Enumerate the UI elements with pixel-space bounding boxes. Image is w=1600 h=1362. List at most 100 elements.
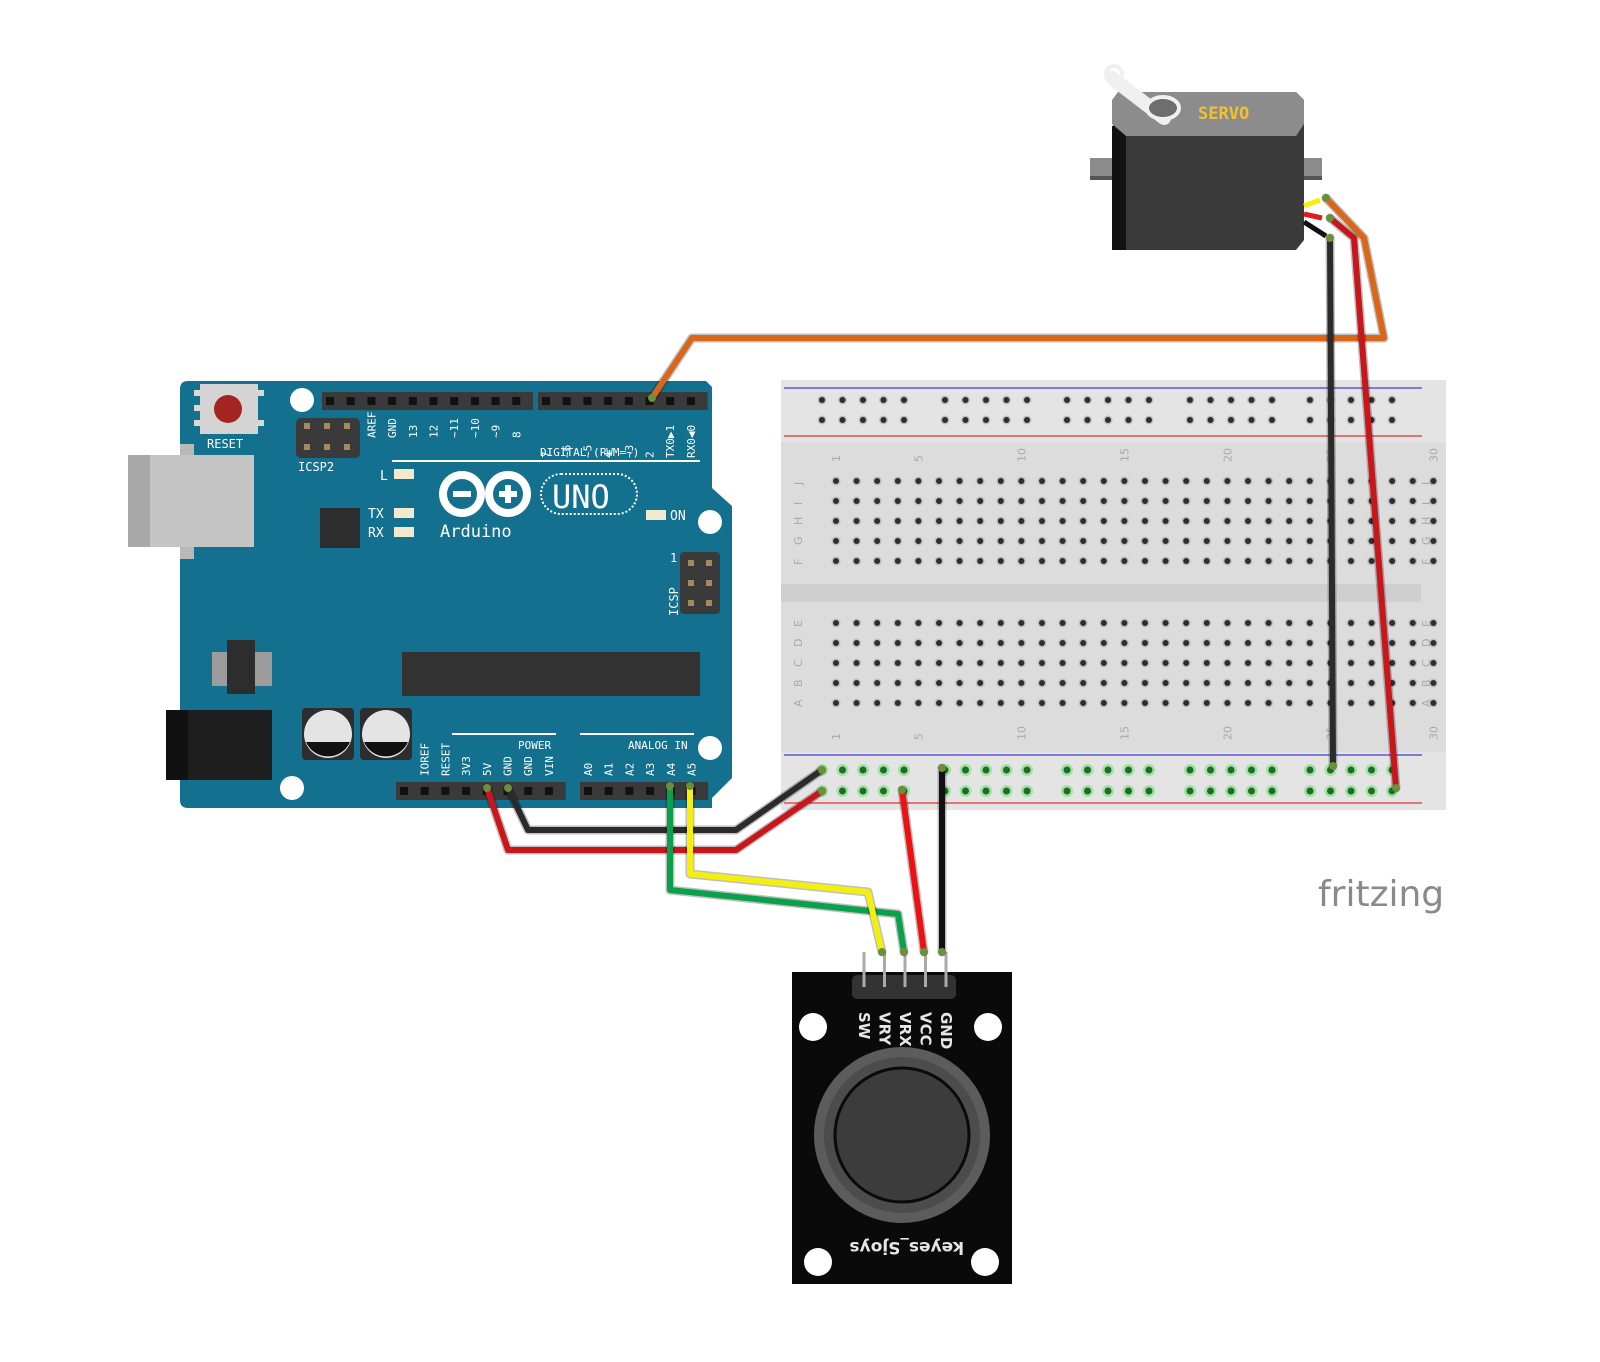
rail-hole[interactable] — [1145, 766, 1153, 774]
power-pin[interactable] — [462, 787, 471, 795]
digital-pin[interactable] — [429, 397, 438, 405]
rail-hole[interactable] — [1306, 766, 1314, 774]
rail-hole[interactable] — [1104, 766, 1112, 774]
analog-pin[interactable] — [646, 787, 655, 795]
wire-endpoint[interactable] — [878, 948, 886, 956]
rail-hole[interactable] — [880, 766, 887, 774]
reset-button[interactable] — [194, 384, 264, 434]
rail-hole[interactable] — [982, 766, 990, 774]
wire-endpoint[interactable] — [938, 948, 946, 956]
digital-pin[interactable] — [346, 397, 355, 405]
wire-servo-signal-d2[interactable] — [649, 195, 1387, 401]
rail-hole[interactable] — [1327, 787, 1334, 795]
wire-endpoint[interactable] — [1326, 234, 1334, 242]
rail-hole[interactable] — [1347, 787, 1355, 795]
rail-hole[interactable] — [1104, 787, 1112, 795]
wire-endpoint[interactable] — [686, 782, 694, 790]
wire-endpoint[interactable] — [818, 766, 826, 774]
rail-hole[interactable] — [1063, 766, 1071, 774]
joystick-knob[interactable] — [833, 1066, 971, 1204]
rail-hole[interactable] — [1227, 787, 1235, 795]
wire-endpoint[interactable] — [648, 394, 656, 402]
rail-hole[interactable] — [1207, 766, 1214, 774]
rail-hole[interactable] — [1227, 766, 1235, 774]
wire-endpoint[interactable] — [1329, 762, 1337, 770]
wire-a4-vrx[interactable] — [667, 783, 907, 955]
digital-pin[interactable] — [562, 397, 571, 405]
digital-pin[interactable] — [388, 397, 397, 405]
wire-endpoint[interactable] — [898, 786, 906, 794]
rail-hole[interactable] — [1023, 766, 1031, 774]
wire-gnd[interactable] — [505, 767, 825, 833]
rail-hole[interactable] — [900, 766, 908, 774]
rail-hole[interactable] — [1145, 787, 1153, 795]
rail-hole[interactable] — [1248, 766, 1255, 774]
digital-pin[interactable] — [491, 397, 500, 405]
digital-pin[interactable] — [408, 397, 417, 405]
wire-joy-vcc[interactable] — [899, 787, 927, 955]
rail-hole[interactable] — [1084, 766, 1091, 774]
rail-hole[interactable] — [859, 787, 867, 795]
digital-pin[interactable] — [326, 397, 334, 405]
rail-hole[interactable] — [1248, 787, 1255, 795]
digital-pin[interactable] — [470, 397, 479, 405]
analog-pin[interactable] — [584, 787, 592, 795]
power-pin[interactable] — [441, 787, 450, 795]
rail-hole[interactable] — [1186, 766, 1194, 774]
wire-endpoint[interactable] — [900, 948, 908, 956]
rail-hole[interactable] — [962, 766, 969, 774]
wire-endpoint[interactable] — [1326, 214, 1334, 222]
capacitor-1 — [302, 708, 354, 760]
hole-center — [853, 538, 860, 544]
wire-servo-vcc[interactable] — [1327, 215, 1399, 791]
digital-pin[interactable] — [512, 397, 521, 405]
rail-hole[interactable] — [1125, 766, 1132, 774]
rail-hole[interactable] — [982, 787, 990, 795]
rail-hole[interactable] — [1268, 787, 1276, 795]
digital-pin[interactable] — [583, 397, 592, 405]
rail-hole[interactable] — [859, 766, 867, 774]
digital-pin[interactable] — [367, 397, 376, 405]
rail-hole[interactable] — [1268, 766, 1276, 774]
wire-a5-vry[interactable] — [687, 783, 885, 955]
power-pin[interactable] — [400, 787, 408, 795]
rail-hole[interactable] — [1125, 787, 1132, 795]
analog-pin[interactable] — [625, 787, 634, 795]
rail-hole[interactable] — [1368, 766, 1375, 774]
rail-hole[interactable] — [1063, 787, 1071, 795]
wire-endpoint[interactable] — [666, 782, 674, 790]
wire-servo-gnd[interactable] — [1327, 235, 1336, 769]
power-pin[interactable] — [420, 787, 429, 795]
rail-hole[interactable] — [1186, 787, 1194, 795]
wire-endpoint[interactable] — [920, 948, 928, 956]
wire-endpoint[interactable] — [938, 764, 946, 772]
wire-5v[interactable] — [484, 785, 825, 853]
rail-hole[interactable] — [839, 766, 846, 774]
rail-hole[interactable] — [1003, 787, 1010, 795]
rail-hole[interactable] — [1023, 787, 1031, 795]
rail-hole[interactable] — [880, 787, 887, 795]
rail-hole[interactable] — [1347, 766, 1355, 774]
wire-endpoint[interactable] — [1322, 194, 1330, 202]
rail-hole[interactable] — [1368, 787, 1375, 795]
power-pin[interactable] — [524, 787, 533, 795]
wire-endpoint[interactable] — [818, 787, 826, 795]
digital-pin[interactable] — [666, 397, 675, 405]
digital-pin[interactable] — [542, 397, 550, 405]
digital-pin[interactable] — [450, 397, 459, 405]
analog-pin[interactable] — [604, 787, 613, 795]
rail-hole[interactable] — [1207, 787, 1214, 795]
wire-endpoint[interactable] — [483, 784, 491, 792]
rail-hole[interactable] — [1084, 787, 1091, 795]
led-l-label: L — [380, 469, 388, 484]
digital-pin[interactable] — [624, 397, 633, 405]
digital-pin[interactable] — [686, 397, 695, 405]
rail-hole[interactable] — [1003, 766, 1010, 774]
wire-endpoint[interactable] — [1392, 784, 1400, 792]
rail-hole[interactable] — [1306, 787, 1314, 795]
power-pin[interactable] — [544, 787, 553, 795]
digital-pin[interactable] — [604, 397, 613, 405]
rail-hole[interactable] — [962, 787, 969, 795]
rail-hole[interactable] — [839, 787, 846, 795]
wire-endpoint[interactable] — [504, 784, 512, 792]
